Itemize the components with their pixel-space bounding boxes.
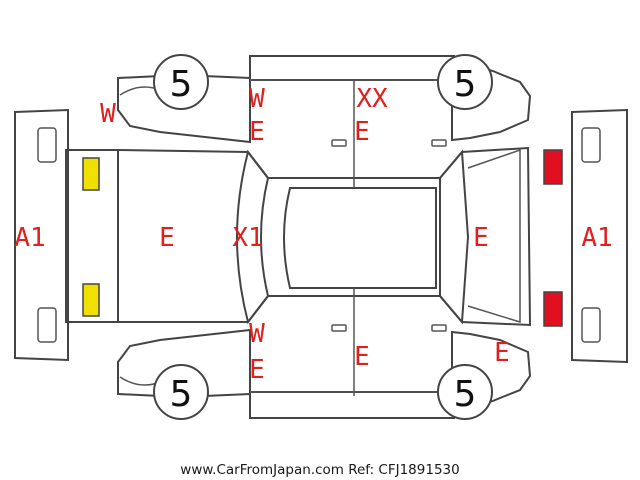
front-bumper (14, 108, 69, 362)
mark-right-rear-quarter-e: E (494, 338, 510, 368)
tire-rear-left-label: 5 (454, 64, 477, 105)
mark-left-fender-top: W (100, 99, 116, 129)
headlight-right (82, 283, 100, 317)
car-body-top (65, 80, 532, 396)
tire-rear-right-label: 5 (454, 374, 477, 415)
mark-left-front-door-w: W (249, 84, 265, 114)
tire-front-left: 5 (153, 54, 209, 110)
mark-right-front-door-e: E (249, 355, 265, 385)
mark-right-rear-door-e: E (354, 342, 370, 372)
mark-left-rear-door-xx: XX (356, 84, 388, 114)
mark-hood: E (159, 223, 175, 253)
mark-rear-bumper: A1 (581, 223, 612, 253)
taillight-left (543, 149, 563, 185)
mark-left-front-door-e: E (249, 117, 265, 147)
taillight-right (543, 291, 563, 327)
headlight-left (82, 157, 100, 191)
tire-front-right: 5 (153, 364, 209, 420)
mark-left-bumper: A1 (14, 223, 45, 253)
mark-trunk: E (473, 223, 489, 253)
mark-left-rear-door-e: E (354, 117, 370, 147)
tire-front-left-label: 5 (170, 64, 193, 105)
rear-bumper (571, 108, 628, 364)
tire-rear-right: 5 (437, 364, 493, 420)
mark-windshield: X1 (232, 223, 263, 253)
mark-right-front-door-w: W (249, 319, 265, 349)
image-credit: www.CarFromJapan.com Ref: CFJ1891530 (180, 462, 459, 478)
tire-front-right-label: 5 (170, 374, 193, 415)
tire-rear-left: 5 (437, 54, 493, 110)
